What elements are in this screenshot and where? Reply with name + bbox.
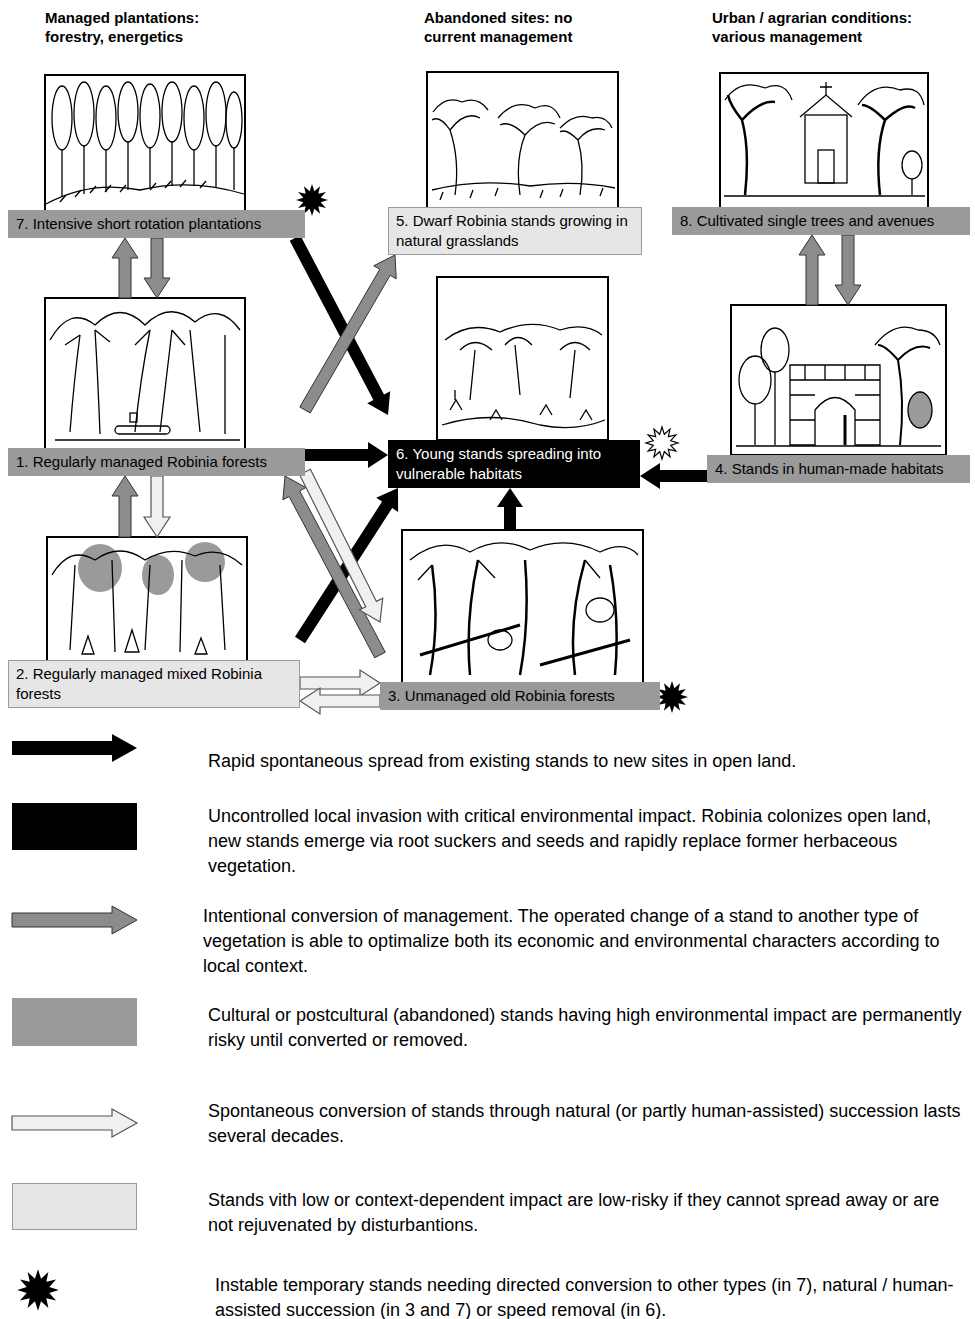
stand-label: 8. Cultivated single trees and avenues — [680, 211, 962, 231]
legend-entry: Stands vith low or context-dependent imp… — [208, 1188, 967, 1238]
connector-arrow — [112, 238, 138, 298]
stone-arch-sketch — [731, 305, 946, 455]
connector-arrow — [497, 488, 523, 530]
stand-label: 3. Unmanaged old Robinia forests — [388, 686, 652, 706]
mixed-forest-sketch — [47, 537, 247, 662]
stand-label-bar: 1. Regularly managed Robinia forests — [8, 448, 305, 476]
connector-arrow — [290, 235, 391, 415]
instability-star — [656, 681, 688, 713]
legend-arrow-sample — [12, 906, 137, 934]
legend-entry: Rapid spontaneous spread from existing s… — [208, 749, 967, 774]
stand-card: 8. Cultivated single trees and avenues — [672, 73, 970, 235]
column-heading-box: Abandoned sites: no current management — [424, 8, 624, 46]
legend-text: Instable temporary stands needing direct… — [215, 1273, 967, 1319]
young-stand-sketch — [437, 277, 608, 440]
column-heading-box: Managed plantations: forestry, energetic… — [45, 8, 245, 46]
connector-arrow — [144, 238, 170, 298]
stand-label: 7. Intensive short rotation plantations — [16, 214, 297, 234]
old-forest-sketch — [402, 530, 643, 685]
legend-arrow-sample — [12, 1109, 137, 1137]
stand-card: 3. Unmanaged old Robinia forests — [380, 530, 660, 710]
stand-label-bar: 7. Intensive short rotation plantations — [8, 210, 305, 238]
connector-arrow — [112, 476, 138, 537]
stand-label-bar: 3. Unmanaged old Robinia forests — [380, 682, 660, 710]
stand-card: 4. Stands in human-made habitats — [707, 305, 970, 483]
legend-swatch — [12, 998, 137, 1046]
stand-label-bar: 4. Stands in human-made habitats — [707, 455, 970, 483]
stand-label: 5. Dwarf Robinia stands growing in natur… — [396, 211, 634, 251]
stand-label-bar: 6. Young stands spreading into vulnerabl… — [388, 440, 640, 488]
legend-star-sample — [17, 1269, 59, 1311]
legend-text: Cultural or postcultural (abandoned) sta… — [208, 1003, 967, 1053]
stand-label: 1. Regularly managed Robinia forests — [16, 452, 297, 472]
stand-card: 5. Dwarf Robinia stands growing in natur… — [388, 72, 642, 255]
legend-text: Rapid spontaneous spread from existing s… — [208, 749, 967, 774]
connector-arrow — [305, 442, 388, 468]
legend-text: Uncontrolled local invasion with critica… — [208, 804, 967, 879]
stand-card: 7. Intensive short rotation plantations — [8, 75, 305, 238]
managed-forest-sketch — [45, 298, 245, 450]
legend-entry: Spontaneous conversion of stands through… — [208, 1099, 967, 1149]
stand-card: 2. Regularly managed mixed Robinia fores… — [8, 537, 300, 708]
connector-arrow — [640, 463, 707, 489]
connector-arrow — [300, 255, 396, 413]
legend-entry: Intentional conversion of management. Th… — [203, 904, 967, 979]
connector-arrow — [283, 476, 385, 658]
legend-text: Stands vith low or context-dependent imp… — [208, 1188, 967, 1238]
legend-entry: Instable temporary stands needing direct… — [215, 1273, 967, 1319]
stand-label: 4. Stands in human-made habitats — [715, 459, 962, 479]
instability-star — [646, 427, 678, 459]
connector-arrow — [144, 476, 170, 537]
connector-arrow — [300, 688, 380, 714]
stand-label: 6. Young stands spreading into vulnerabl… — [396, 444, 632, 484]
stand-label-bar: 8. Cultivated single trees and avenues — [672, 207, 970, 235]
stand-label: 2. Regularly managed mixed Robinia fores… — [16, 664, 292, 704]
legend-entry: Uncontrolled local invasion with critica… — [208, 804, 967, 879]
legend-arrow-sample — [12, 734, 137, 762]
legend-text: Spontaneous conversion of stands through… — [208, 1099, 967, 1149]
stand-label-bar: 2. Regularly managed mixed Robinia fores… — [8, 660, 300, 708]
stand-card: 6. Young stands spreading into vulnerabl… — [388, 277, 640, 488]
connector-arrow — [300, 469, 383, 622]
plantation-sketch — [45, 75, 245, 212]
column-heading: Abandoned sites: no current management — [424, 8, 624, 46]
stand-label-bar: 5. Dwarf Robinia stands growing in natur… — [388, 207, 642, 255]
stand-card: 1. Regularly managed Robinia forests — [8, 298, 305, 476]
dwarf-stand-sketch — [427, 72, 618, 208]
legend-text: Intentional conversion of management. Th… — [203, 904, 967, 979]
connector-arrow — [799, 235, 825, 305]
connector-arrow — [300, 670, 380, 696]
connector-arrow — [835, 235, 861, 305]
legend-entry: Cultural or postcultural (abandoned) sta… — [208, 1003, 967, 1053]
column-heading: Managed plantations: forestry, energetic… — [45, 8, 245, 46]
legend-swatch — [12, 803, 137, 850]
legend-swatch — [12, 1183, 137, 1230]
chapel-avenue-sketch — [720, 73, 928, 208]
column-heading-box: Urban / agrarian conditions: various man… — [712, 8, 947, 46]
column-heading: Urban / agrarian conditions: various man… — [712, 8, 947, 46]
